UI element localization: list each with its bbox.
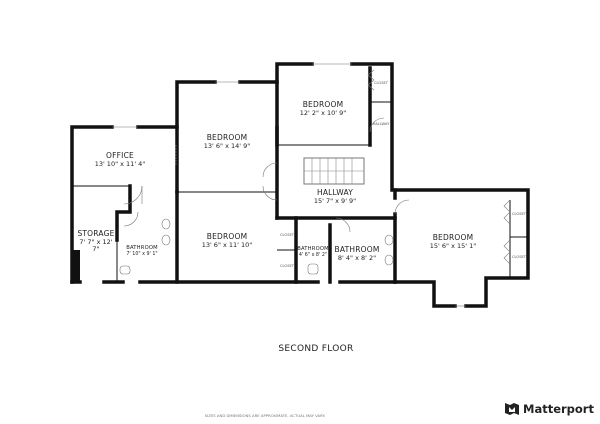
room-dimensions: 13' 6" x 11' 10" [201, 240, 253, 249]
room-dimensions: 7' 7" x 12' [79, 237, 113, 246]
floor-label: SECOND FLOOR [278, 344, 354, 354]
room-dimensions: 4' 6" x 8' 2" [298, 252, 328, 258]
room-dimensions: 15' 7" x 9' 9" [313, 196, 357, 205]
brand-name: Matterport [523, 402, 594, 416]
room-name: HALLWAY [317, 188, 353, 197]
disclaimer: SIZES AND DIMENSIONS ARE APPROXIMATE, AC… [204, 413, 326, 418]
room-dimensions: 8' 4" x 8' 2" [337, 253, 377, 262]
room-name: BATHROOM [126, 245, 158, 251]
room-name: BEDROOM [206, 133, 248, 142]
closet-label: CLOSET [374, 81, 388, 85]
closet-label: CLOSET [280, 264, 294, 268]
closet-label: CLOSET [512, 255, 526, 259]
matterport-logo-icon [505, 403, 519, 415]
room-name: OFFICE [106, 151, 134, 160]
room-hallway-small: HALLWAY [372, 122, 390, 126]
room-dimensions: 12' 2" x 10' 9" [299, 108, 347, 117]
room-dimensions: 15' 6" x 15' 1" [429, 241, 477, 250]
room-dimensions-cont: 7" [92, 245, 100, 254]
matterport-logo: Matterport [505, 402, 594, 416]
room-name: BEDROOM [206, 232, 248, 241]
room-name: BEDROOM [302, 100, 344, 109]
room-dimensions: 13' 6" x 14' 9" [203, 141, 251, 150]
room-name: STORAGE [77, 229, 115, 238]
room-dimensions: 13' 10" x 11' 4" [94, 159, 146, 168]
room-name: BEDROOM [432, 233, 474, 242]
room-name: BATHROOM [334, 245, 380, 254]
room-dimensions: 7' 10" x 9' 1" [126, 251, 158, 257]
room-name: BATHROOM [297, 246, 329, 252]
closet-label: CLOSET [512, 212, 526, 216]
closet-label: CLOSET [280, 233, 294, 237]
